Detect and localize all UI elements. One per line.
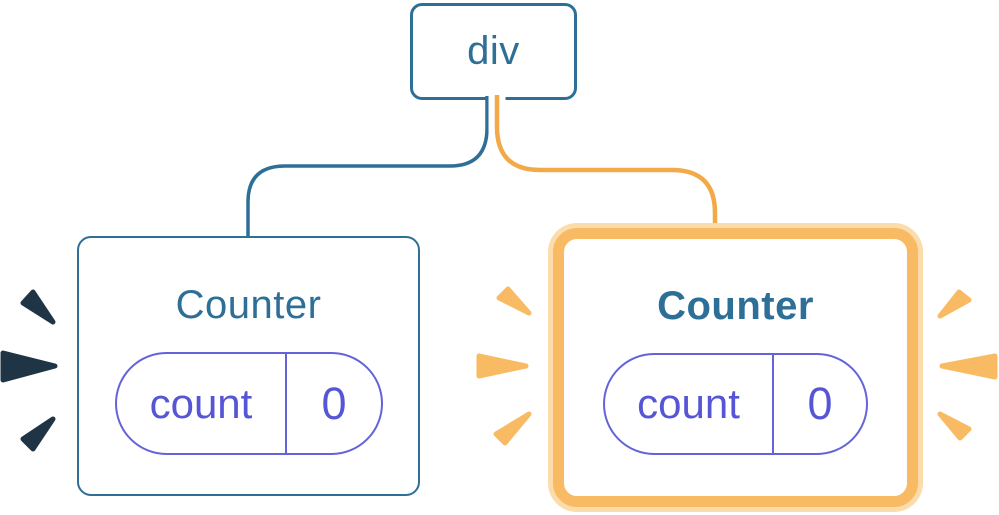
edge-casing	[488, 90, 724, 217]
root-div-node: div	[410, 3, 577, 100]
burst-ray-icon	[493, 411, 532, 446]
counter-card-left: Counter count 0	[77, 236, 420, 496]
edge-to-right-counter	[494, 95, 718, 233]
state-value: 0	[772, 355, 866, 453]
state-key-label: count	[637, 380, 740, 427]
burst-ray-icon	[20, 416, 56, 452]
burst-ray-icon	[937, 289, 972, 319]
counter-card-right-highlighted: Counter count 0	[553, 228, 918, 507]
burst-ray-icon	[496, 286, 532, 316]
burst-ray-icon	[0, 350, 58, 383]
state-pill: count 0	[114, 352, 383, 455]
edge-to-left-counter	[246, 96, 489, 240]
burst-right-counter-right-icon	[937, 289, 998, 441]
state-key-label: count	[149, 379, 253, 427]
burst-ray-icon	[476, 353, 529, 379]
burst-ray-icon	[939, 353, 998, 380]
root-div-label: div	[467, 29, 520, 73]
burst-ray-icon	[20, 289, 56, 325]
burst-right-counter-left-icon	[476, 286, 532, 446]
burst-ray-icon	[937, 411, 972, 441]
state-pill: count 0	[603, 353, 868, 455]
burst-left-counter-icon	[0, 289, 58, 452]
counter-title: Counter	[657, 284, 814, 328]
state-value: 0	[285, 354, 380, 453]
counter-title: Counter	[175, 283, 322, 327]
